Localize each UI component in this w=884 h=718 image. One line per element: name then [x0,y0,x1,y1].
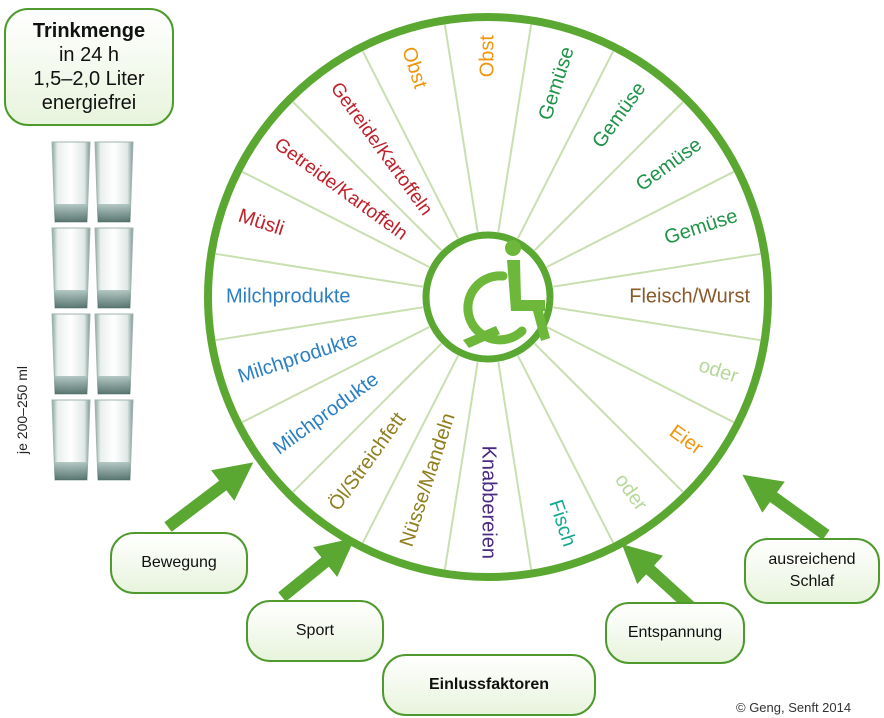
factor-entspannung-label: Entspannung [627,624,723,641]
wheel-segment-label: Milchprodukte [226,285,351,307]
factor-bewegung-label: Bewegung [141,554,217,571]
drink-amount-box: Trinkmenge in 24 h 1,5–2,0 Liter energie… [4,8,174,126]
factor-sport-label: Sport [295,622,335,639]
factor-sport: Sport [246,600,384,662]
wheel-segment-label: Obst [476,35,498,78]
arrow-entspannung [621,544,697,613]
factor-einfluss-label: Einlussfaktoren [428,676,550,693]
glass-volume-note: je 200–250 ml [14,366,30,454]
wheel-spoke [517,50,615,239]
water-glasses [51,141,134,481]
wheel-spoke [241,170,430,268]
factor-schlaf: ausreichend Schlaf [744,538,880,604]
water-glass-icon [94,227,134,309]
wheel-spoke [497,362,533,570]
wheelchair-user-icon [463,240,550,348]
drink-amount-title: Trinkmenge [32,20,146,42]
wheel-spoke [546,170,735,268]
factor-bewegung: Bewegung [110,532,248,594]
factor-schlaf-line1: ausreichend [768,551,856,568]
wheel-spoke [546,326,735,424]
drink-amount-period: in 24 h [58,44,120,66]
wheel-segment-label: Knabbereien [478,446,500,559]
wheel-spoke [292,342,443,493]
wheel-spoke [215,252,423,288]
arrow-bewegung [164,462,254,532]
wheel-spoke [241,326,430,424]
wheel-spoke [361,50,459,239]
wheel-spoke [361,355,459,544]
copyright-note: © Geng, Senft 2014 [736,700,852,715]
influence-arrows [164,462,830,613]
wheel-spoke [497,24,533,232]
drink-amount-volume: 1,5–2,0 Liter [33,68,145,90]
wheel-spoke [215,306,423,342]
wheel-spokes [215,24,761,570]
factor-entspannung: Entspannung [605,602,745,664]
factor-einfluss: Einlussfaktoren [382,654,596,716]
water-glass-icon [94,313,134,395]
wheel-spoke [443,24,479,232]
arrow-sport [278,537,355,602]
wheel-segment-label: Fleisch/Wurst [629,285,750,307]
arrow-schlaf [742,474,830,540]
water-glass-icon [94,399,134,481]
water-glass-icon [94,141,134,223]
wheel-spoke [533,101,684,252]
factor-schlaf-line2: Schlaf [789,573,835,590]
water-glass-icon [51,141,91,223]
water-glass-icon [51,227,91,309]
wheel-spoke [517,355,615,544]
wheel-spoke [292,101,443,252]
wheel-spoke [533,342,684,493]
drink-amount-note: energiefrei [41,92,137,114]
water-glass-icon [51,313,91,395]
water-glass-icon [51,399,91,481]
wheel-spoke [443,362,479,570]
wheel-spoke [553,306,761,342]
wheel-spoke [553,252,761,288]
